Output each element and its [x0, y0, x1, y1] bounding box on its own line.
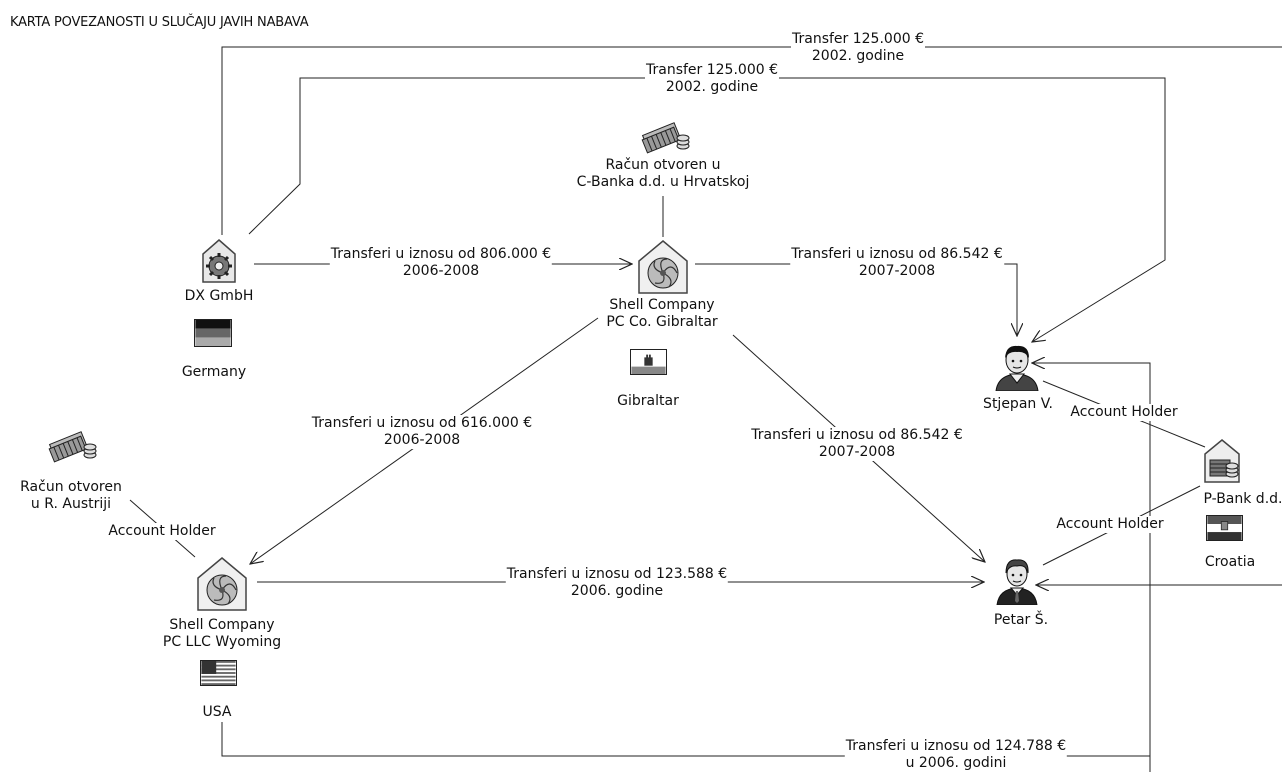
- node-label-line: u R. Austriji: [30, 496, 112, 512]
- edge-label-line: 2006. godine: [570, 583, 664, 599]
- edge-label-line: Transferi u iznosu od 123.588 €: [506, 566, 728, 582]
- node-label-line: PC Co. Gibraltar: [606, 314, 718, 330]
- diagram-title: KARTA POVEZANOSTI U SLUČAJU JAVIH NABAVA: [10, 15, 309, 30]
- edge-label-line: Transferi u iznosu od 86.542 €: [751, 427, 963, 443]
- node-label-stjepan: Stjepan V.: [983, 396, 1053, 412]
- node-label-line: C-Banka d.d. u Hrvatskoj: [576, 174, 750, 190]
- node-label-austria-account: Račun otvoren u R. Austriji: [20, 479, 122, 513]
- node-label-shell-gibraltar: Shell Company PC Co. Gibraltar: [606, 297, 717, 331]
- edge-label-dx-gibraltar: Transferi u iznosu od 806.000 € 2006-200…: [329, 246, 553, 280]
- edge-label-line: 2002. godine: [665, 79, 759, 95]
- edge-label-line: 2006-2008: [383, 432, 461, 448]
- node-country-gibraltar: Gibraltar: [617, 393, 679, 409]
- edge-pbank-to-stjepan-arrow: [1032, 363, 1151, 772]
- edge-label-line: Transferi u iznosu od 616.000 €: [311, 415, 533, 431]
- edge-label-line: Transferi u iznosu od 86.542 €: [791, 246, 1003, 262]
- shell-company-icon[interactable]: [637, 239, 689, 295]
- node-country-croatia: Croatia: [1204, 554, 1256, 570]
- node-label-pbank: P-Bank d.d.: [1203, 491, 1282, 507]
- edge-label-line: 2007-2008: [818, 444, 896, 460]
- person-icon[interactable]: [992, 341, 1042, 391]
- edge-label-account-holder-stjepan: Account Holder: [1069, 404, 1179, 421]
- edge-label-bottom: Transferi u iznosu od 124.788 € u 2006. …: [844, 738, 1068, 772]
- node-label-petar: Petar Š.: [993, 612, 1049, 628]
- gibraltar-flag-icon: [630, 349, 667, 375]
- edge-label-top-inner: Transfer 125.000 € 2002. godine: [645, 62, 779, 96]
- bank-icon[interactable]: [1203, 438, 1241, 484]
- edge-label-line: u 2006. godini: [905, 755, 1007, 771]
- edge-label-wyoming-petar: Transferi u iznosu od 123.588 € 2006. go…: [505, 566, 729, 600]
- edge-top-outer: [221, 46, 1282, 235]
- node-label-line: Račun otvoren u: [605, 157, 721, 173]
- edge-label-gibraltar-wyoming: Transferi u iznosu od 616.000 € 2006-200…: [310, 415, 534, 449]
- bank-account-icon[interactable]: [639, 118, 691, 154]
- node-label-line: Račun otvoren: [20, 479, 122, 495]
- edge-label-line: Transferi u iznosu od 124.788 €: [845, 738, 1067, 754]
- company-gear-icon[interactable]: [201, 238, 237, 284]
- node-label-cbank-account: Račun otvoren u C-Banka d.d. u Hrvatskoj: [577, 157, 750, 191]
- edge-bottom: [221, 722, 1150, 757]
- node-country-usa: USA: [202, 704, 232, 720]
- edge-label-top-outer: Transfer 125.000 € 2002. godine: [791, 31, 925, 65]
- person-suit-icon[interactable]: [994, 555, 1040, 605]
- edge-label-account-holder-austria: Account Holder: [107, 523, 217, 540]
- usa-flag-icon: [200, 660, 237, 686]
- bank-account-icon[interactable]: [46, 427, 98, 463]
- edge-label-line: Transferi u iznosu od 806.000 €: [330, 246, 552, 262]
- edge-label-gibraltar-stjepan: Transferi u iznosu od 86.542 € 2007-2008: [790, 246, 1004, 280]
- edge-label-line: 2002. godine: [811, 48, 905, 64]
- germany-flag-icon: [194, 319, 232, 347]
- node-label-line: Shell Company: [169, 617, 275, 633]
- edge-label-line: Transfer 125.000 €: [792, 31, 924, 47]
- edge-label-line: 2007-2008: [858, 263, 936, 279]
- edge-label-gibraltar-petar: Transferi u iznosu od 86.542 € 2007-2008: [750, 427, 964, 461]
- edge-label-line: 2006-2008: [402, 263, 480, 279]
- edge-label-account-holder-petar: Account Holder: [1055, 516, 1165, 533]
- edge-label-line: Transfer 125.000 €: [646, 62, 778, 78]
- shell-company-icon[interactable]: [196, 556, 248, 612]
- node-label-shell-wyoming: Shell Company PC LLC Wyoming: [163, 617, 281, 651]
- node-label-line: PC LLC Wyoming: [162, 634, 282, 650]
- node-label-dx-gmbh: DX GmbH: [184, 288, 254, 304]
- node-country-germany: Germany: [181, 364, 247, 380]
- node-label-line: Shell Company: [609, 297, 715, 313]
- croatia-flag-icon: [1206, 515, 1243, 541]
